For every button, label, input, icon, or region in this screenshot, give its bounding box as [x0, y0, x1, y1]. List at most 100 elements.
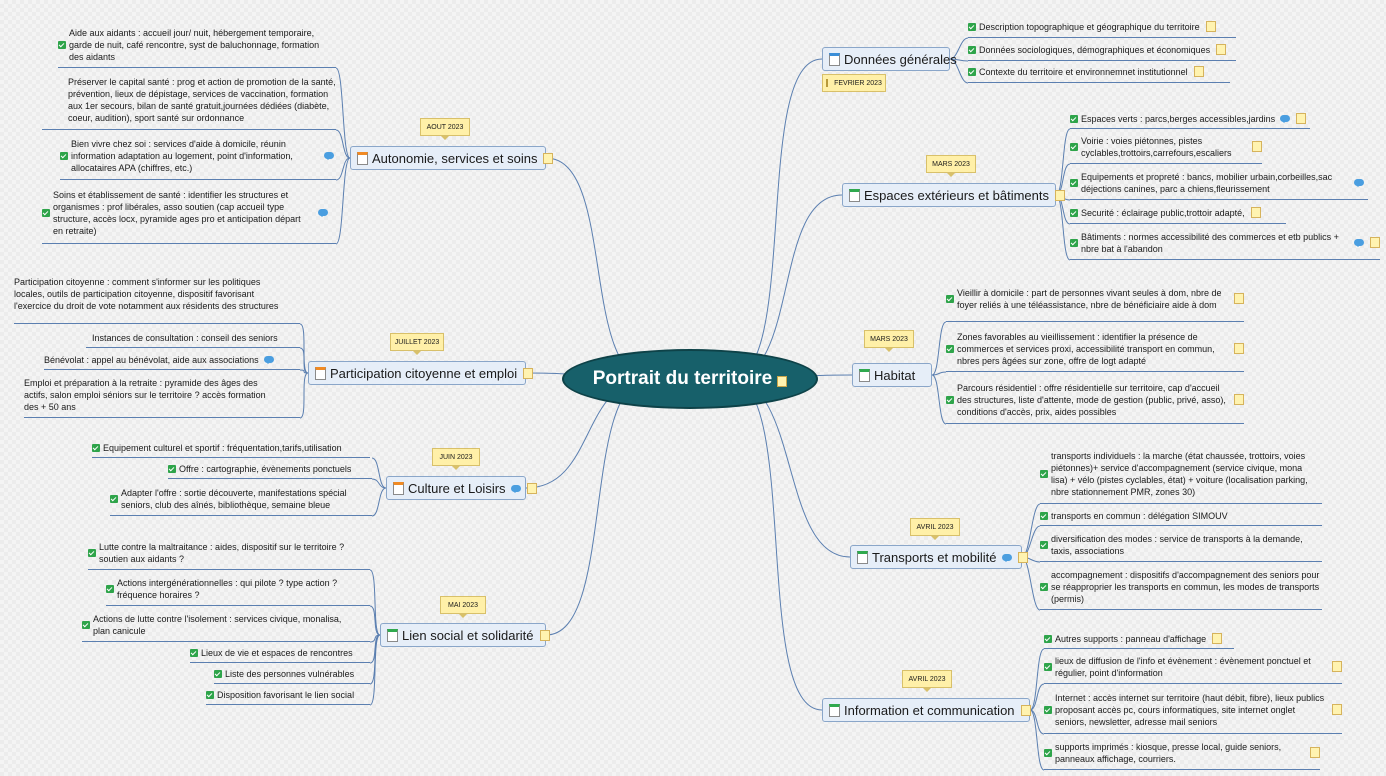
subtopic[interactable]: Internet : accès internet sur territoire…	[1044, 688, 1342, 734]
note-icon	[1234, 394, 1244, 405]
topic-donnees-generales[interactable]: Données générales	[822, 47, 957, 71]
checkbox-icon	[110, 494, 118, 503]
note-icon	[539, 629, 550, 641]
subtopic[interactable]: Offre : cartographie, évènements ponctue…	[168, 461, 372, 479]
checkbox-icon	[1044, 634, 1052, 643]
date-label: AVRIL 2023	[908, 675, 946, 683]
subtopic-label: transports individuels : la marche (état…	[1051, 450, 1308, 497]
calendar-mini-icon	[826, 79, 829, 87]
note-icon	[1234, 343, 1244, 354]
subtopic[interactable]: diversification des modes : service de t…	[1040, 530, 1322, 562]
topic-autonomie[interactable]: Autonomie, services et soins	[350, 146, 554, 170]
subtopic[interactable]: transports individuels : la marche (état…	[1040, 446, 1322, 504]
subtopic-label: Soins et établissement de santé : identi…	[53, 189, 301, 236]
date-badge: MARS 2023	[926, 155, 976, 177]
branch-connector	[545, 378, 651, 636]
subtopic-label: Offre : cartographie, évènements ponctue…	[179, 463, 352, 474]
note-icon	[1310, 747, 1320, 758]
subtopic[interactable]: Vieillir à domicile : part de personnes …	[946, 278, 1244, 322]
subtopic-connector	[371, 457, 387, 489]
note-icon	[1332, 704, 1342, 715]
subtopic-connector	[1029, 683, 1045, 711]
subtopic[interactable]: Aide aux aidants : accueil jour/ nuit, h…	[58, 24, 336, 68]
subtopic[interactable]: Adapter l'offre : sortie découverte, man…	[110, 484, 372, 516]
checkbox-icon	[1040, 511, 1048, 520]
subtopic-label: Aide aux aidants : accueil jour/ nuit, h…	[69, 27, 320, 62]
checkbox-icon	[82, 620, 90, 629]
subtopic-label: lieux de diffusion de l'info et évènemen…	[1055, 655, 1311, 678]
subtopic-label: Emploi et préparation à la retraite : py…	[24, 377, 266, 412]
subtopic[interactable]: Voirie : voies piétonnes, pistes cyclabl…	[1070, 132, 1262, 164]
date-badge: MARS 2023	[864, 330, 914, 352]
subtopic[interactable]: Lieux de vie et espaces de rencontres	[190, 645, 370, 663]
subtopic[interactable]: Emploi et préparation à la retraite : py…	[24, 374, 300, 418]
subtopic[interactable]: accompagnement : dispositifs d'accompagn…	[1040, 566, 1322, 610]
subtopic-label: diversification des modes : service de t…	[1051, 533, 1303, 556]
subtopic[interactable]: Securité : éclairage public,trottoir ada…	[1070, 204, 1286, 224]
comment-icon	[1001, 553, 1012, 562]
topic-participation[interactable]: Participation citoyenne et emploi	[308, 361, 534, 385]
note-icon	[523, 367, 534, 379]
calendar-icon	[857, 550, 868, 564]
comment-icon	[510, 484, 521, 493]
checkbox-icon	[1044, 748, 1052, 757]
subtopic[interactable]: Instances de consultation : conseil des …	[86, 330, 300, 348]
date-badge: MAI 2023	[440, 596, 486, 618]
topic-culture[interactable]: Culture et Loisirs	[386, 476, 537, 500]
checkbox-icon	[946, 344, 954, 353]
subtopic-connector	[299, 372, 309, 419]
subtopic[interactable]: Actions de lutte contre l'isolement : se…	[82, 610, 370, 642]
subtopic-label: Internet : accès internet sur territoire…	[1055, 692, 1325, 727]
subtopic-label: Disposition favorisant le lien social	[217, 689, 355, 700]
date-badge: AVRIL 2023	[910, 518, 960, 540]
subtopic-label: Adapter l'offre : sortie découverte, man…	[121, 487, 347, 510]
subtopic[interactable]: Préserver le capital santé : prog et act…	[42, 72, 336, 130]
subtopic[interactable]: Participation citoyenne : comment s'info…	[14, 266, 300, 324]
topic-label: Information et communication	[844, 702, 1015, 718]
checkbox-icon	[968, 67, 976, 76]
subtopic[interactable]: Lutte contre la maltraitance : aides, di…	[88, 538, 370, 570]
subtopic[interactable]: transports en commun : délégation SIMOUV	[1040, 508, 1322, 526]
topic-information[interactable]: Information et communication	[822, 698, 1031, 722]
topic-transports[interactable]: Transports et mobilité	[850, 545, 1028, 569]
subtopic[interactable]: Equipement culturel et sportif : fréquen…	[92, 440, 370, 458]
subtopic[interactable]: Contexte du territoire et environnemnet …	[968, 63, 1230, 83]
date-label: MARS 2023	[870, 335, 908, 343]
subtopic[interactable]: Bien vivre chez soi : services d'aide à …	[60, 134, 336, 180]
subtopic[interactable]: Zones favorables au vieillissement : ide…	[946, 328, 1244, 372]
comment-icon	[263, 356, 274, 364]
checkbox-icon	[946, 294, 954, 303]
calendar-icon	[849, 188, 860, 202]
subtopic[interactable]: supports imprimés : kiosque, presse loca…	[1044, 738, 1320, 770]
subtopic[interactable]: Soins et établissement de santé : identi…	[42, 184, 336, 244]
subtopic[interactable]: Autres supports : panneau d'affichage	[1044, 631, 1234, 649]
central-topic[interactable]: Portrait du territoire	[562, 349, 818, 409]
subtopic[interactable]: Bénévolat : appel au bénévolat, aide aux…	[44, 352, 300, 370]
subtopic-connector	[299, 369, 309, 374]
note-icon	[1205, 21, 1216, 32]
subtopic[interactable]: Actions intergénérationnelles : qui pilo…	[106, 574, 370, 606]
subtopic[interactable]: Disposition favorisant le lien social	[206, 687, 370, 705]
topic-espaces-exterieurs[interactable]: Espaces extérieurs et bâtiments	[842, 183, 1065, 207]
subtopic-connector	[949, 58, 969, 84]
subtopic[interactable]: lieux de diffusion de l'info et évènemen…	[1044, 652, 1342, 684]
subtopic[interactable]: Données sociologiques, démographiques et…	[968, 41, 1236, 61]
date-badge: JUIN 2023	[432, 448, 480, 470]
subtopic-label: Bénévolat : appel au bénévolat, aide aux…	[44, 354, 259, 365]
subtopic[interactable]: Espaces verts : parcs,berges accessibles…	[1070, 111, 1310, 129]
subtopic[interactable]: Description topographique et géographiqu…	[968, 18, 1236, 38]
topic-lien-social[interactable]: Lien social et solidarité	[380, 623, 550, 647]
subtopic[interactable]: Equipements et propreté : bancs, mobilie…	[1070, 168, 1368, 200]
note-icon	[1054, 189, 1065, 201]
checkbox-icon	[1044, 705, 1052, 714]
topic-habitat[interactable]: Habitat	[852, 363, 932, 387]
subtopic-connector	[335, 129, 351, 159]
subtopic[interactable]: Liste des personnes vulnérables	[214, 666, 370, 684]
subtopic[interactable]: Bâtiments : normes accessibilité des com…	[1070, 228, 1380, 260]
subtopic[interactable]: Parcours résidentiel : offre résidentiel…	[946, 378, 1244, 424]
comment-icon	[1354, 179, 1364, 187]
subtopic-label: Description topographique et géographiqu…	[979, 21, 1200, 32]
subtopic-label: Participation citoyenne : comment s'info…	[14, 276, 279, 311]
comment-icon	[324, 152, 334, 160]
calendar-icon	[859, 368, 870, 382]
